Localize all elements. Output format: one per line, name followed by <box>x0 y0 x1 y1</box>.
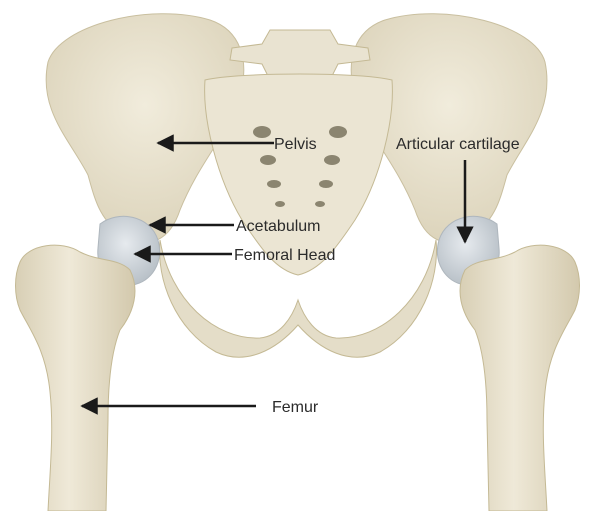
left-femur <box>16 245 135 511</box>
acetabulum-label: Acetabulum <box>236 218 321 235</box>
femoral-head-label: Femoral Head <box>234 247 335 264</box>
sacrum <box>205 74 393 275</box>
femur-label: Femur <box>272 399 319 416</box>
left-obturator-foramen <box>203 274 269 326</box>
articular-cartilage-label: Articular cartilage <box>396 136 520 153</box>
right-obturator-foramen <box>327 274 393 326</box>
lumbar-vertebra <box>230 30 370 80</box>
femur-illustration <box>16 245 580 511</box>
right-femur <box>460 245 579 511</box>
pelvis-label: Pelvis <box>274 136 317 153</box>
